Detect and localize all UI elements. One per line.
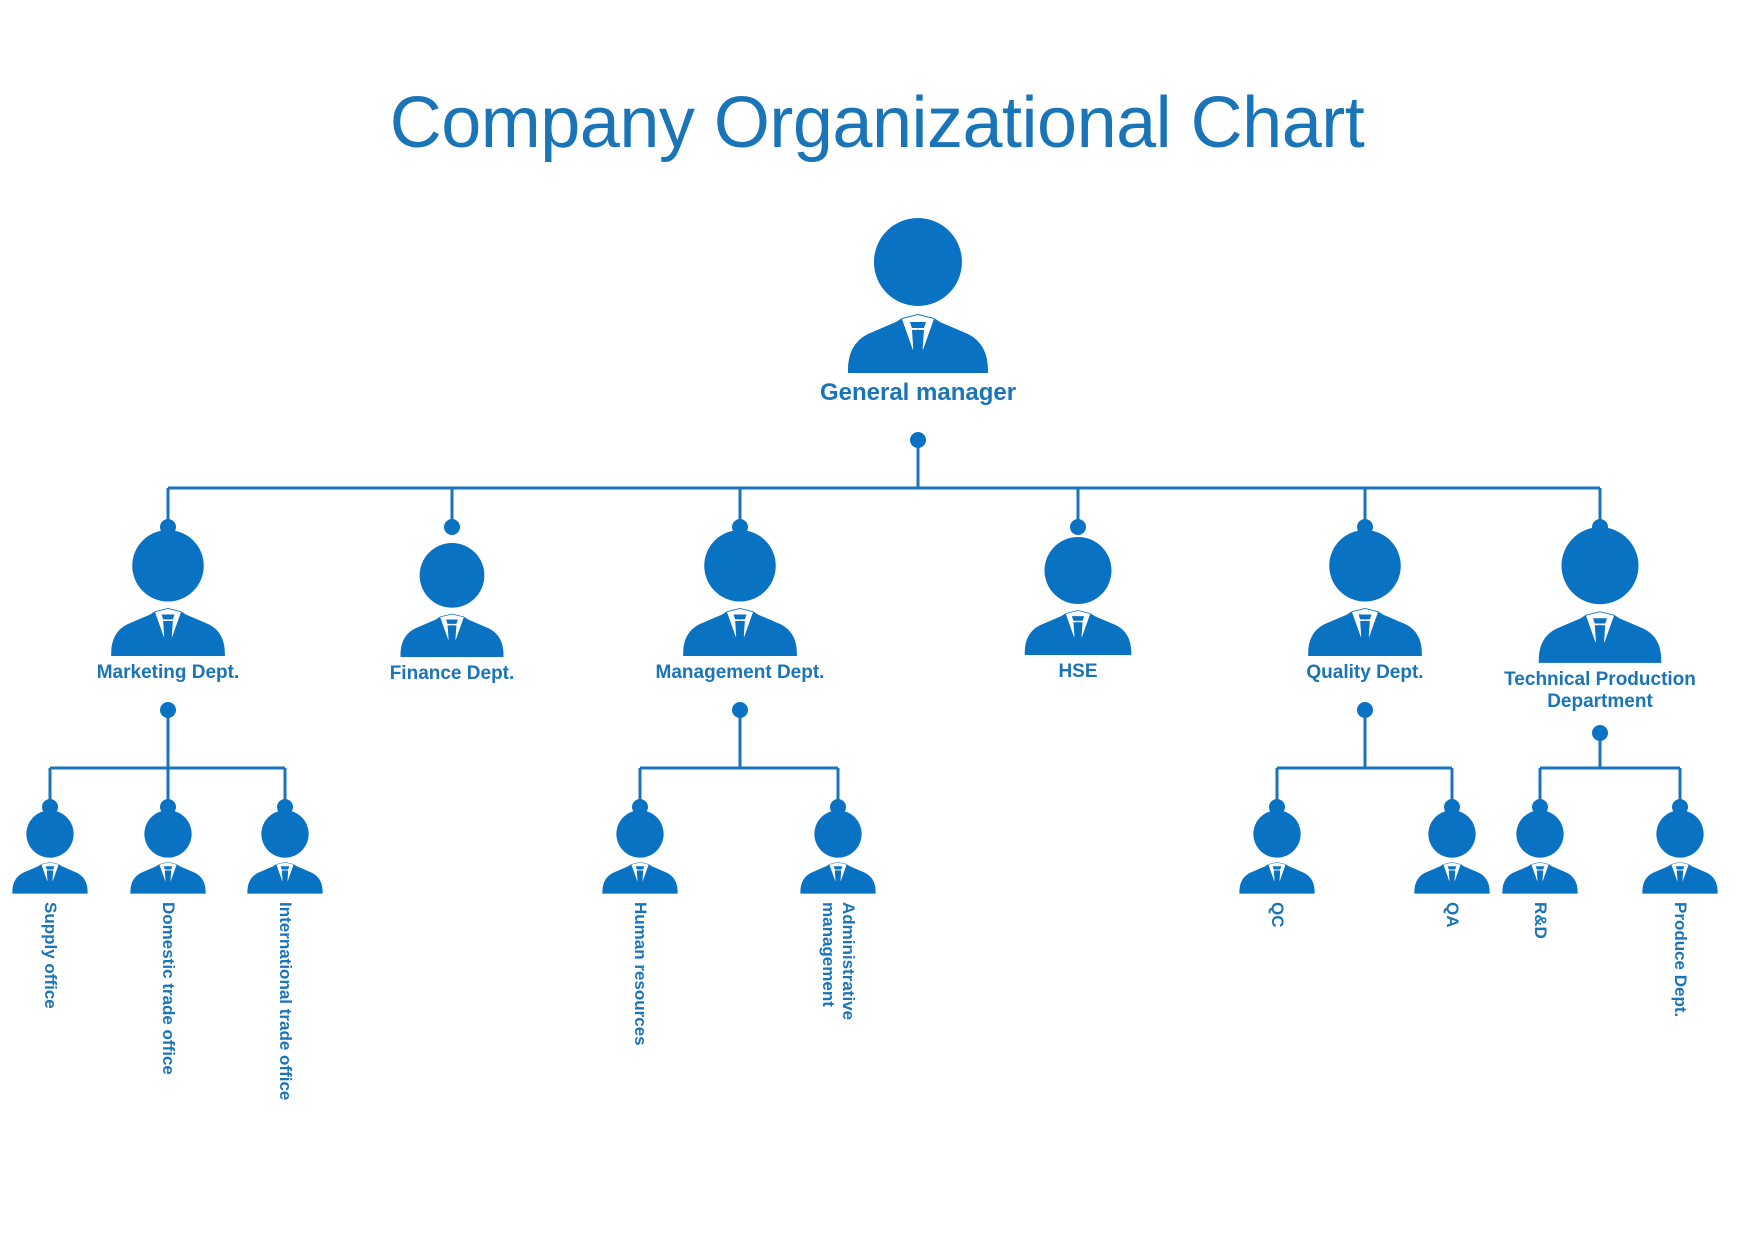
page-title: Company Organizational Chart <box>389 83 1365 163</box>
person-suit-tie-icon <box>1502 810 1578 894</box>
org-node-label: Management Dept. <box>655 662 825 683</box>
rotated-label-wrap: QC <box>1257 894 1297 1154</box>
org-node-administrative-management[interactable]: Administrative management <box>795 810 881 1020</box>
org-node-label: HSE <box>1058 661 1098 682</box>
rotated-label-wrap: Produce Dept. <box>1660 894 1700 1154</box>
person-suit-tie-icon <box>130 810 206 894</box>
person-suit-tie-icon <box>1308 530 1422 656</box>
person-suit-tie-icon <box>1239 810 1315 894</box>
org-node-label: R&D <box>1531 902 1551 939</box>
person-suit-tie-icon <box>683 530 797 656</box>
person-suit-tie-icon <box>848 218 988 373</box>
person-suit-tie-icon <box>1642 810 1718 894</box>
person-suit-tie-icon <box>800 810 876 894</box>
org-node-label: Supply office <box>41 902 61 1009</box>
org-node-marketing-dept[interactable]: Marketing Dept. <box>53 530 283 684</box>
org-node-quality-dept[interactable]: Quality Dept. <box>1250 530 1480 684</box>
org-node-human-resources[interactable]: Human resources <box>597 810 683 1046</box>
rotated-label-wrap: Supply office <box>30 894 70 1154</box>
org-node-label: Produce Dept. <box>1671 902 1691 1018</box>
org-node-hse[interactable]: HSE <box>963 537 1193 683</box>
org-node-rd[interactable]: R&D <box>1497 810 1583 939</box>
org-node-label: General manager <box>819 379 1017 406</box>
org-node-label: International trade office <box>276 902 296 1101</box>
org-node-label: Administrative management <box>819 902 859 1021</box>
org-node-label: Human resources <box>631 902 651 1046</box>
person-suit-tie-icon <box>12 810 88 894</box>
person-suit-tie-icon <box>400 543 504 657</box>
org-node-label: Marketing Dept. <box>96 662 240 683</box>
org-node-label: QA <box>1443 902 1463 928</box>
rotated-label-wrap: Human resources <box>620 894 660 1154</box>
rotated-label-wrap: R&D <box>1520 894 1560 1154</box>
org-node-general-manager[interactable]: General manager <box>820 218 1016 407</box>
org-node-supply-office[interactable]: Supply office <box>7 810 93 1009</box>
person-suit-tie-icon <box>111 530 225 656</box>
rotated-label-wrap: Domestic trade office <box>148 894 188 1154</box>
org-node-label: Finance Dept. <box>389 663 515 684</box>
org-node-qa[interactable]: QA <box>1409 810 1495 928</box>
org-node-produce-dept[interactable]: Produce Dept. <box>1637 810 1723 1017</box>
org-node-management-dept[interactable]: Management Dept. <box>625 530 855 684</box>
org-node-international-trade-office[interactable]: International trade office <box>242 810 328 1100</box>
org-node-finance-dept[interactable]: Finance Dept. <box>337 543 567 685</box>
org-node-technical-production-department[interactable]: Technical Production Department <box>1485 527 1715 714</box>
org-node-label: QC <box>1268 902 1288 928</box>
org-node-label: Technical Production Department <box>1504 669 1696 713</box>
person-suit-tie-icon <box>602 810 678 894</box>
person-suit-tie-icon <box>247 810 323 894</box>
org-node-qc[interactable]: QC <box>1234 810 1320 928</box>
org-node-domestic-trade-office[interactable]: Domestic trade office <box>125 810 211 1075</box>
org-node-label: Domestic trade office <box>159 902 179 1075</box>
rotated-label-wrap: International trade office <box>265 894 305 1154</box>
person-suit-tie-icon <box>1024 537 1132 655</box>
person-suit-tie-icon <box>1538 527 1662 663</box>
rotated-label-wrap: QA <box>1432 894 1472 1154</box>
person-suit-tie-icon <box>1414 810 1490 894</box>
rotated-label-wrap: Administrative management <box>818 894 858 1154</box>
org-node-label: Quality Dept. <box>1306 662 1424 683</box>
